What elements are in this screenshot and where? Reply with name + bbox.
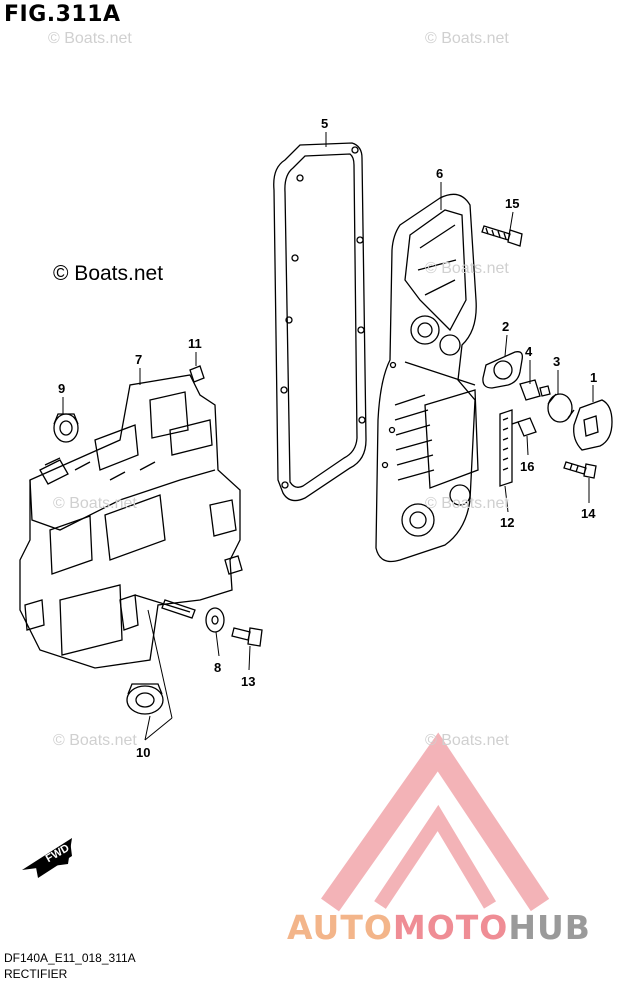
callout-11: 11 (188, 336, 202, 351)
part-15-bolt (481, 225, 523, 247)
watermark-bottom-left: © Boats.net (53, 732, 137, 749)
part-4-screw (519, 379, 551, 401)
callout-10: 10 (136, 745, 150, 760)
part-16-screw (511, 417, 537, 437)
watermark-top-right: © Boats.net (425, 30, 509, 47)
callout-1: 1 (590, 370, 597, 385)
brand-part-hub: HUB (508, 908, 591, 947)
brand-triangle-logo (321, 732, 550, 912)
part-2-gasket (482, 351, 523, 389)
callout-13: 13 (241, 674, 255, 689)
part-14-bolt (563, 461, 597, 479)
callout-6: 6 (436, 166, 443, 181)
part-6-rectifier-bracket (375, 193, 479, 563)
part-8-washer (205, 607, 225, 633)
leader-lines (62, 132, 594, 741)
watermark-mid-left: © Boats.net (53, 495, 137, 512)
brand-part-moto: MOTO (392, 908, 509, 947)
callout-3: 3 (553, 354, 560, 369)
callout-15: 15 (505, 196, 519, 211)
watermark-top-left: © Boats.net (48, 30, 132, 47)
part-3-bushing (547, 393, 575, 423)
watermark-mid-right-2: © Boats.net (425, 495, 509, 512)
part-7-junction-box (19, 374, 243, 669)
callout-labels: 1 2 3 4 5 6 7 8 9 10 11 12 13 14 15 16 (58, 116, 597, 760)
callout-4: 4 (525, 344, 533, 359)
callout-9: 9 (58, 381, 65, 396)
fwd-arrow-icon: FWD (22, 838, 72, 878)
watermark-large: © Boats.net (53, 262, 164, 285)
watermark-mid-right: © Boats.net (425, 260, 509, 277)
callout-7: 7 (135, 352, 142, 367)
callout-16: 16 (520, 459, 534, 474)
callout-5: 5 (321, 116, 328, 131)
figure-title: FIG.311A (4, 2, 121, 27)
callout-8: 8 (214, 660, 221, 675)
brand-part-auto: AUTO (287, 908, 393, 947)
part-13-bolt (231, 627, 263, 647)
section-name: RECTIFIER (4, 967, 68, 981)
callout-14: 14 (581, 506, 596, 521)
part-1-cap (573, 399, 613, 451)
callout-2: 2 (502, 319, 509, 334)
part-12-clamp (499, 409, 513, 487)
model-code: DF140A_E11_018_311A (4, 951, 136, 965)
brand-logo: AUTOMOTOHUB (287, 908, 591, 947)
callout-12: 12 (500, 515, 514, 530)
part-11-clip (189, 365, 205, 383)
part-9-grommet (53, 413, 79, 443)
part-10-grommet (126, 683, 164, 715)
part-5-gasket (273, 142, 367, 502)
watermark-bottom-right: © Boats.net (425, 732, 509, 749)
